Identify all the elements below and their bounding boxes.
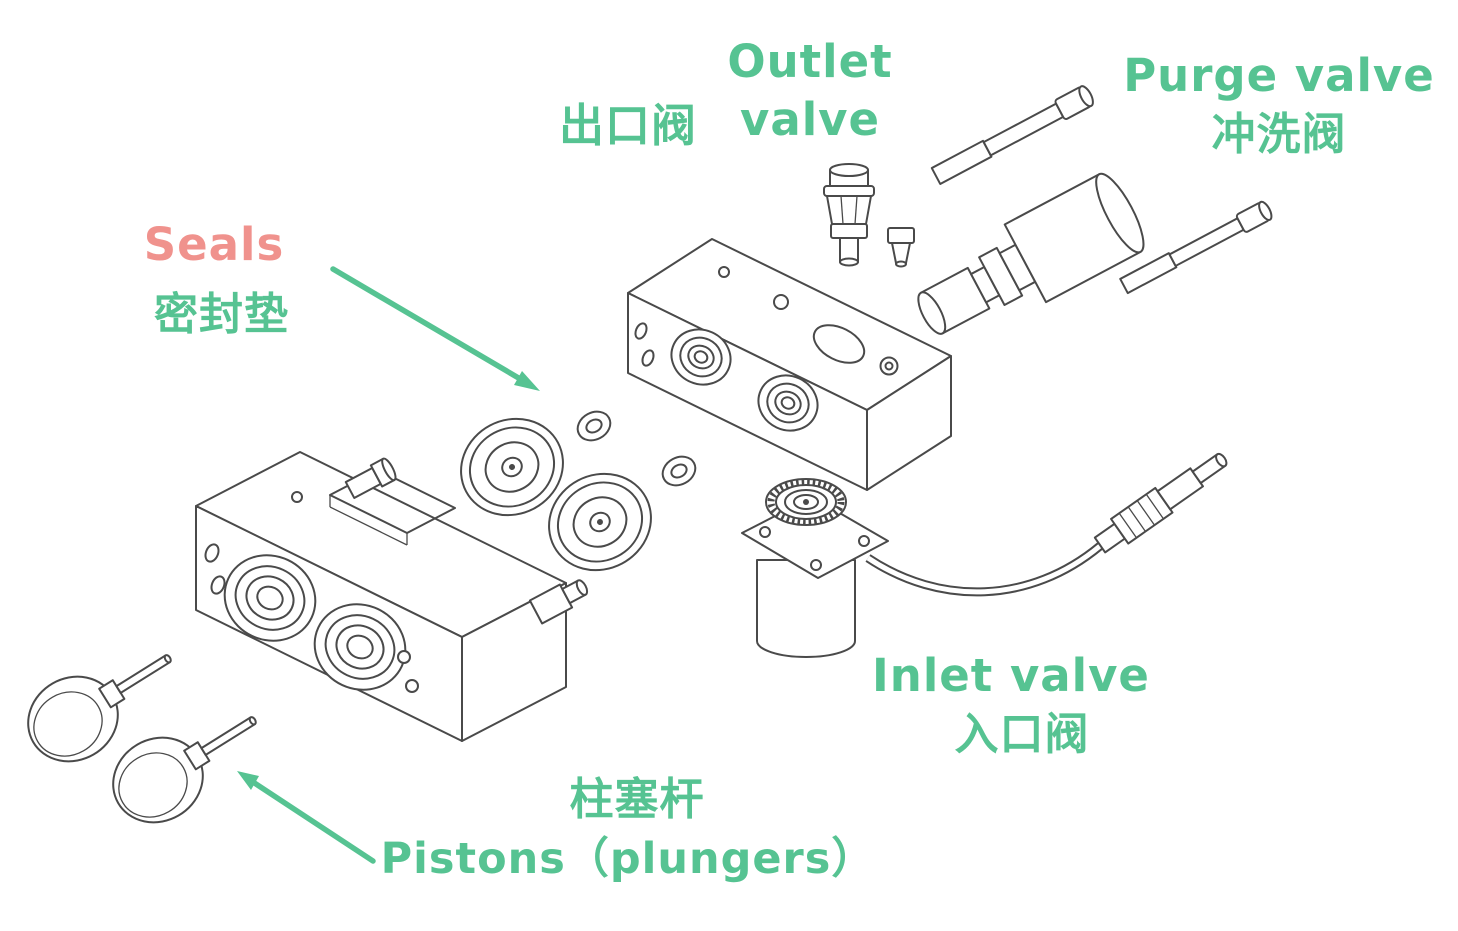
outlet-valve-part — [823, 163, 875, 267]
purge-valve-part — [917, 172, 1145, 335]
inlet-valve-part — [741, 452, 1228, 658]
label-inlet-valve-zh: 入口阀 — [954, 709, 1090, 760]
label-outlet-valve-en-line1: Outlet — [727, 35, 893, 88]
mounting-screw-1 — [930, 85, 1094, 185]
seal-nut-1 — [576, 410, 612, 442]
label-outlet-valve-en: Outlet valve — [712, 33, 908, 148]
label-seals-en: Seals — [143, 218, 285, 271]
side-fitting — [528, 579, 589, 625]
seals-arrow — [330, 266, 540, 391]
vent-plug-part — [887, 227, 915, 268]
label-seals-zh: 密封垫 — [154, 289, 289, 340]
seal-nut-2 — [661, 455, 697, 487]
piston-2 — [112, 716, 257, 824]
mounting-screw-2 — [1119, 200, 1273, 295]
label-purge-valve-zh: 冲洗阀 — [1211, 109, 1347, 160]
cable-connector — [1093, 452, 1228, 554]
label-outlet-valve-zh: 出口阀 — [558, 99, 697, 152]
pump-head-outer-block — [627, 238, 952, 491]
label-pistons-en: Pistons（plungers） — [380, 834, 876, 884]
piston-1 — [27, 654, 172, 763]
label-pistons-zh: 柱塞杆 — [569, 774, 705, 825]
label-outlet-valve-en-line2: valve — [740, 92, 880, 146]
seal-2 — [548, 472, 652, 572]
label-inlet-valve-en: Inlet valve — [872, 649, 1150, 702]
pump-head-inner-block — [195, 451, 589, 742]
pistons-arrow — [237, 771, 376, 864]
top-fitting — [344, 457, 397, 499]
seal-1 — [460, 417, 564, 517]
label-purge-valve-en: Purge valve — [1123, 49, 1435, 102]
